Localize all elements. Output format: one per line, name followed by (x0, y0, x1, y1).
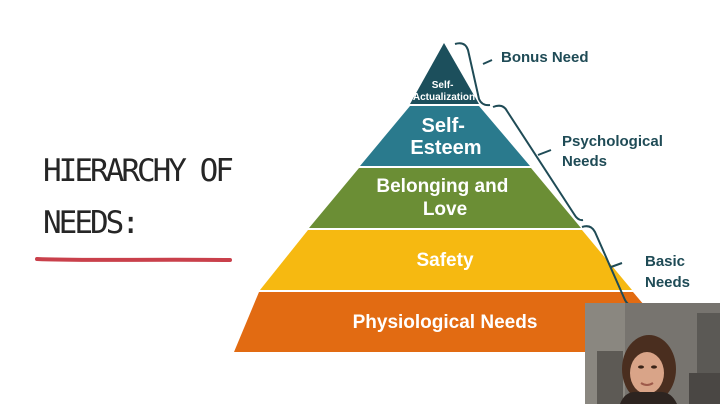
pyramid: Self- Actualization Self- Esteem Belongi… (234, 43, 684, 352)
title-underline (35, 257, 232, 262)
label-physiological-needs: Physiological Needs (353, 312, 538, 333)
label-self-actualization-line-2: Actualization (413, 92, 475, 103)
group-labels: Bonus Need Psychological Needs Basic Nee… (501, 49, 690, 291)
group-label-basic-line-1: Basic (645, 253, 685, 270)
webcam-overlay (585, 303, 720, 404)
pyramid-level-self-actualization (410, 43, 479, 104)
label-self-actualization-line-1: Self- (432, 80, 454, 91)
title-line-1: HIERARCHY OF (43, 153, 232, 189)
psychological-needs-brace (492, 104, 584, 222)
psychological-needs-brace-tick (537, 149, 552, 156)
slide-title: HIERARCHY OF NEEDS: (35, 153, 235, 262)
label-self-esteem-line-2: Esteem (410, 137, 481, 159)
group-label-bonus-need: Bonus Need (501, 49, 589, 66)
bonus-need-brace-tick (482, 59, 493, 65)
title-line-2: NEEDS: (43, 205, 137, 241)
label-self-actualization: Self- Actualization (413, 80, 475, 103)
pyramid-level-belonging-and-love (309, 168, 581, 228)
group-label-psychological-line-1: Psychological (562, 133, 663, 150)
label-self-esteem-line-1: Self- (422, 115, 465, 137)
group-label-basic-line-2: Needs (645, 274, 690, 291)
group-label-basic-needs: Basic Needs (645, 253, 690, 291)
label-self-esteem: Self- Esteem (410, 115, 481, 159)
pyramid-level-self-esteem (360, 106, 530, 166)
pyramid-level-safety (260, 230, 632, 290)
pyramid-level-physiological-needs (234, 292, 684, 352)
label-belonging-line-1: Belonging and (376, 176, 508, 197)
presenter-video-icon (585, 303, 720, 404)
label-safety: Safety (416, 250, 473, 271)
label-belonging-and-love: Belonging and Love (376, 176, 513, 220)
group-label-psychological-line-2: Needs (562, 153, 607, 170)
basic-needs-brace-tick (610, 262, 623, 268)
group-label-psychological-needs: Psychological Needs (562, 133, 667, 170)
label-belonging-line-2: Love (423, 199, 467, 220)
bonus-need-brace (454, 42, 491, 107)
